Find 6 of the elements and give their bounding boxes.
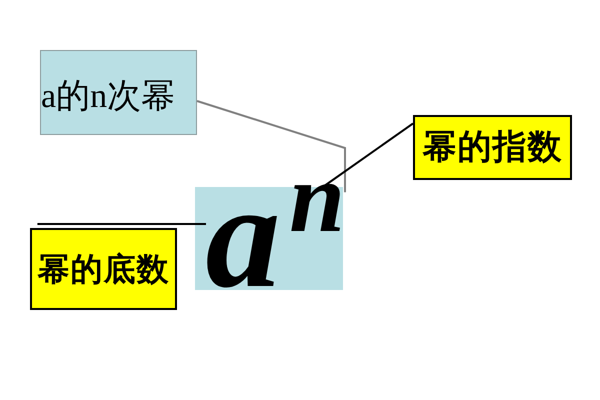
definition-box: a的n次幂 xyxy=(40,50,197,135)
callout-box: 幂的底数 xyxy=(30,228,177,310)
leader-line xyxy=(37,223,206,225)
callout-box: 幂的指数 xyxy=(413,115,572,180)
base-symbol: a xyxy=(206,213,280,289)
leader-line xyxy=(196,100,346,192)
